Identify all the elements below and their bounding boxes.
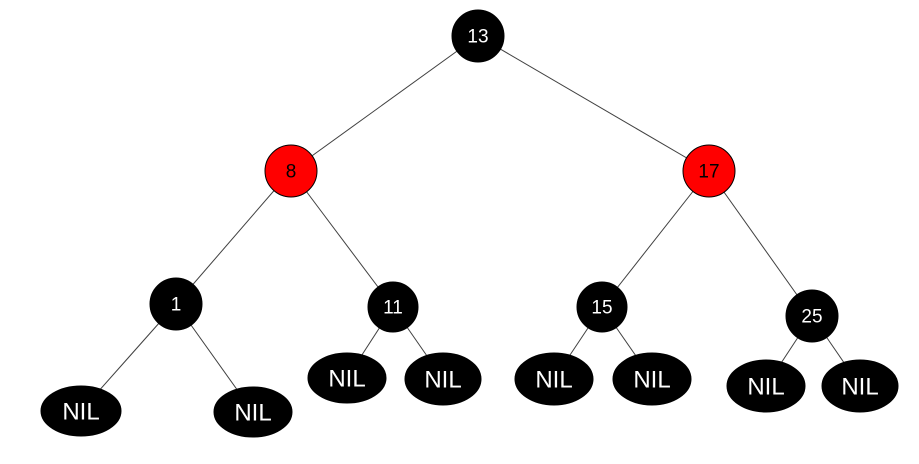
tree-edge-8-11 bbox=[290, 170, 394, 308]
nil-leaf-node: NIL bbox=[307, 352, 387, 404]
tree-node-1: 1 bbox=[149, 277, 203, 331]
nil-leaf-node: NIL bbox=[821, 359, 899, 413]
nil-leaf-node: NIL bbox=[40, 385, 122, 437]
node-label: NIL bbox=[633, 366, 670, 393]
node-label: 25 bbox=[801, 307, 822, 328]
tree-node-8: 8 bbox=[264, 144, 318, 198]
node-label: 11 bbox=[383, 298, 403, 319]
node-label: NIL bbox=[234, 399, 271, 426]
node-circle bbox=[149, 277, 203, 331]
node-label: NIL bbox=[535, 366, 572, 393]
tree-edge-13-17 bbox=[477, 35, 710, 172]
node-label: 17 bbox=[698, 162, 719, 183]
node-label: NIL bbox=[841, 373, 878, 400]
nil-node-shape bbox=[514, 352, 594, 406]
tree-edge-13-8 bbox=[290, 35, 479, 172]
node-circle bbox=[264, 144, 318, 198]
node-circle bbox=[682, 144, 736, 198]
node-circle bbox=[576, 281, 628, 333]
node-label: NIL bbox=[62, 398, 99, 425]
tree-edge-8-1 bbox=[175, 170, 292, 305]
node-label: 1 bbox=[171, 295, 182, 316]
nil-leaf-node: NIL bbox=[612, 352, 692, 406]
node-circle bbox=[785, 289, 839, 343]
nil-leaf-node: NIL bbox=[726, 359, 806, 413]
tree-edge-17-25 bbox=[708, 170, 813, 317]
nil-node-shape bbox=[612, 352, 692, 406]
nil-leaf-node: NIL bbox=[213, 386, 293, 438]
node-label: NIL bbox=[424, 366, 461, 393]
node-label: 15 bbox=[591, 298, 612, 319]
nil-node-shape bbox=[726, 359, 806, 413]
nil-node-shape bbox=[213, 386, 293, 438]
node-label: NIL bbox=[328, 365, 365, 392]
nil-node-shape bbox=[307, 352, 387, 404]
node-label: NIL bbox=[747, 373, 784, 400]
nil-node-shape bbox=[404, 352, 482, 406]
node-circle bbox=[451, 9, 505, 63]
nil-node-shape bbox=[821, 359, 899, 413]
nil-leaf-node: NIL bbox=[514, 352, 594, 406]
tree-node-11: 11 bbox=[367, 281, 419, 333]
node-label: 8 bbox=[286, 162, 297, 183]
nil-node-shape bbox=[40, 385, 122, 437]
tree-node-13: 13 bbox=[451, 9, 505, 63]
tree-node-17: 17 bbox=[682, 144, 736, 198]
nil-leaf-node: NIL bbox=[404, 352, 482, 406]
tree-node-15: 15 bbox=[576, 281, 628, 333]
tree-edge-17-15 bbox=[601, 170, 710, 308]
node-circle bbox=[367, 281, 419, 333]
node-label: 13 bbox=[467, 27, 488, 48]
tree-node-25: 25 bbox=[785, 289, 839, 343]
